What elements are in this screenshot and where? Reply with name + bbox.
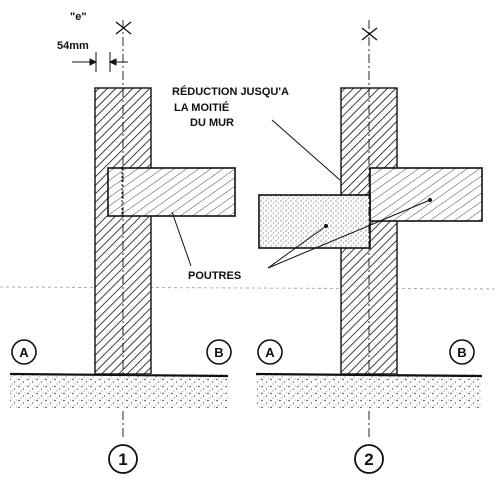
e-dimension [72,52,128,72]
poutres-leader-3 [267,199,431,269]
side-a-circle-2 [257,339,283,365]
poutres-leader-1 [171,211,192,267]
side-b-circle-2 [449,339,475,365]
axis-mark-1-icon [115,21,132,35]
reduction-leader [271,119,341,181]
beam-2-right [369,167,483,222]
case-2-group [255,20,483,474]
ground-1 [10,374,228,408]
ground-2 [256,374,482,408]
side-a-label-2: A [265,345,275,360]
e-marker-label: "e" [70,11,87,23]
reduction-label-2: LA MOITIÉ [174,101,229,114]
reduction-label-3: DU MUR [190,117,234,129]
side-a-label-1: A [19,345,29,360]
poutres-leader-2 [267,225,327,269]
beam-2-left [258,194,371,249]
side-b-label-2: B [457,345,466,360]
axis-mark-2-icon [361,27,378,41]
side-b-label-1: B [214,345,223,360]
e-value-label: 54mm [57,40,89,52]
reduction-label-1: RÉDUCTION JUSQU'A [172,85,289,98]
case-1-circle [108,444,138,474]
beam-1 [107,167,236,217]
poutres-label: POUTRES [188,270,241,282]
side-b-circle-1 [206,339,232,365]
break-line [0,286,496,290]
case-2-circle [354,444,384,474]
side-a-circle-1 [11,339,37,365]
case-1-label: 1 [118,450,127,469]
case-1-group [9,20,236,474]
case-2-label: 2 [364,450,373,469]
